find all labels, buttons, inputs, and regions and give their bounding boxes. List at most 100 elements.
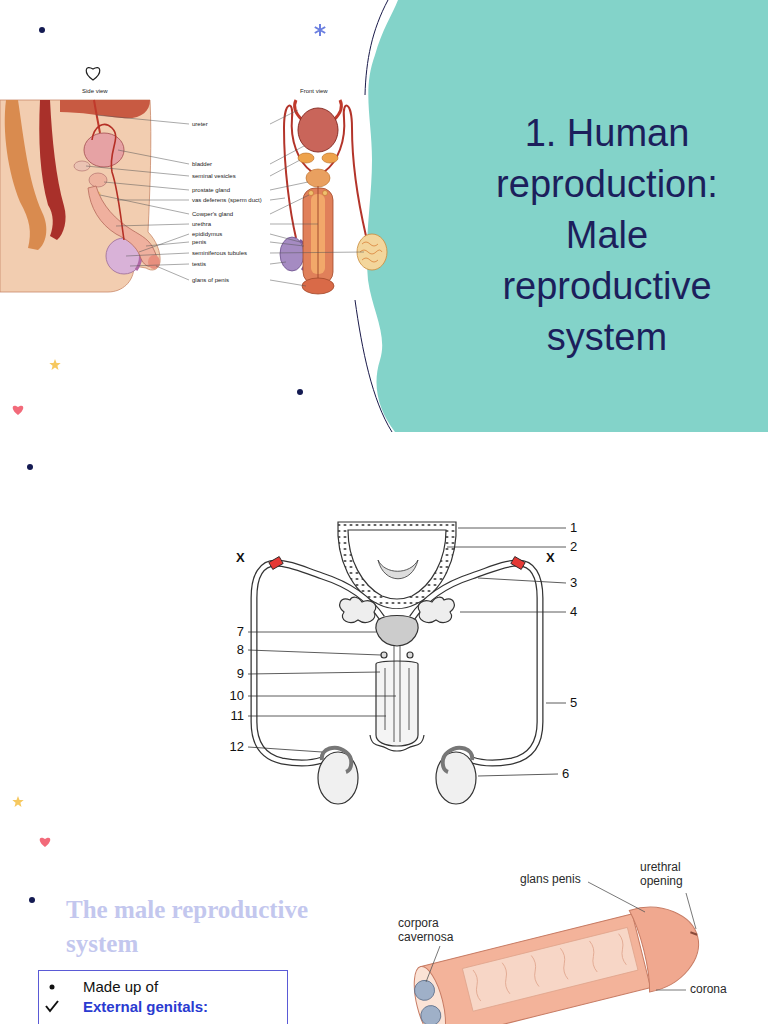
part-label: urethra	[192, 221, 211, 227]
foreskin	[370, 735, 424, 751]
callout-number: 2	[570, 539, 577, 555]
corpus-cavernosum	[412, 978, 436, 1002]
cowpers-gland	[407, 652, 413, 658]
callout-number: 6	[562, 766, 569, 782]
rectum	[39, 100, 65, 240]
tissue-texture	[471, 933, 628, 1001]
callout-number: 5	[570, 695, 577, 711]
front-view-illustration	[280, 100, 387, 294]
part-label: Cowper's gland	[192, 211, 233, 217]
prostate-gland	[306, 169, 330, 187]
penis-section-illustration	[407, 896, 708, 1024]
leader-lines	[426, 882, 696, 990]
seminal-vesicle	[418, 597, 454, 622]
marker-x: X	[236, 550, 245, 566]
urethral-opening	[690, 931, 697, 936]
callout-number: 9	[224, 666, 244, 682]
numbered-diagram	[254, 522, 540, 804]
callout-number: 10	[224, 688, 244, 704]
box-text: Made up of	[83, 977, 158, 997]
leader-line	[86, 115, 189, 280]
cowpers-gland	[381, 652, 387, 658]
callout-number: 12	[224, 739, 244, 755]
part-label: glans of penis	[192, 277, 229, 283]
part-label: bladder	[192, 161, 212, 167]
leader-line	[426, 882, 696, 990]
sperm-duct-outline	[412, 563, 540, 763]
decor-arc	[365, 0, 388, 95]
body-section	[0, 100, 160, 292]
cut-marker	[511, 557, 525, 570]
leader-lines	[86, 110, 364, 286]
glans	[302, 278, 334, 294]
corpus-cavernosum	[419, 1003, 443, 1024]
cowpers-gland	[309, 191, 314, 196]
part-label: urethral opening	[640, 860, 702, 888]
callout-number: 11	[224, 708, 244, 724]
part-label: epididymus	[192, 231, 222, 237]
decor-heart	[13, 406, 24, 415]
epididymis	[322, 748, 351, 772]
seminal-vesicle	[322, 153, 338, 163]
info-box: Made up ofExternal genitals:	[38, 970, 288, 1024]
callout-number: 8	[224, 642, 244, 658]
leader-lines	[248, 528, 566, 776]
leader-line	[447, 528, 566, 776]
decor-heart	[40, 838, 51, 847]
callout-number: 3	[570, 575, 577, 591]
decor-asterisk	[315, 24, 325, 36]
bullet-mark	[50, 985, 55, 990]
seminal-vesicle	[340, 597, 376, 622]
callout-number: 7	[224, 624, 244, 640]
part-label: corpora cavernosa	[398, 916, 468, 944]
bladder-cavity	[348, 530, 446, 599]
erectile-tissue	[385, 668, 409, 730]
seminal-vesicle	[298, 153, 314, 163]
side-view-illustration	[0, 100, 160, 292]
part-label: penis	[192, 239, 206, 245]
decor-dot	[297, 389, 303, 395]
slide-title: 1. Human reproduction: Male reproductive…	[472, 108, 742, 363]
view-title: Side view	[82, 88, 108, 94]
decor-dot	[39, 27, 45, 33]
marker-x: X	[546, 550, 555, 566]
sperm-duct	[254, 563, 382, 763]
cut-marker	[269, 557, 283, 570]
section-heading: The male reproductive system	[66, 893, 351, 961]
box-text: External genitals:	[83, 997, 208, 1017]
part-label: ureter	[192, 121, 208, 127]
shaft	[421, 914, 651, 1024]
cowpers-gland	[323, 191, 328, 196]
sperm-duct-outline	[254, 563, 382, 763]
cutaway	[462, 927, 638, 1011]
urethra	[394, 646, 400, 742]
part-label: vas deferens (sperm duct)	[192, 197, 262, 203]
decor-dot	[27, 464, 33, 470]
callout-number: 1	[570, 520, 577, 536]
part-label: seminiferous tubules	[192, 250, 247, 256]
decor-star	[49, 359, 60, 370]
penis	[376, 661, 418, 746]
prostate-gland	[376, 616, 418, 647]
decor-arc	[355, 300, 392, 432]
callout-number: 4	[570, 604, 577, 620]
prostate-gland	[89, 173, 107, 187]
part-label: prostate gland	[192, 187, 230, 193]
urethra	[318, 186, 319, 284]
title-panel	[367, 0, 768, 432]
part-label: corona	[690, 982, 727, 996]
bladder-trigone	[378, 560, 418, 579]
check-mark	[46, 1001, 58, 1011]
abdominal-muscle	[60, 100, 150, 118]
decor-dot	[29, 897, 35, 903]
epididymis	[443, 748, 472, 772]
decor-heart	[86, 68, 100, 80]
view-title: Front view	[300, 88, 328, 94]
leader-line	[248, 632, 396, 752]
part-label: testis	[192, 261, 206, 267]
bladder	[298, 108, 338, 152]
sperm-duct	[412, 563, 540, 763]
part-label: seminal vesicles	[192, 173, 236, 179]
part-label: glans penis	[520, 872, 581, 886]
